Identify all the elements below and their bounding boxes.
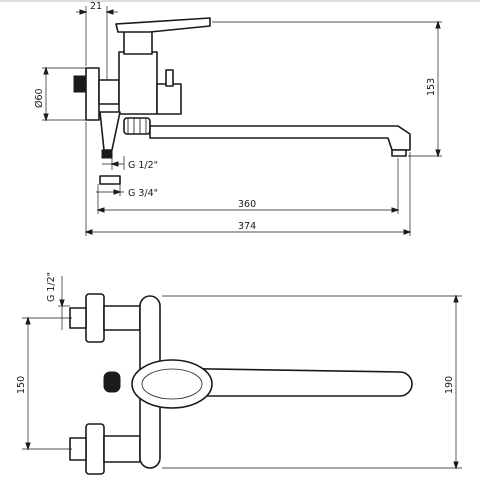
dim-360-label: 360 xyxy=(238,199,256,210)
mixer-body xyxy=(118,51,158,115)
side-knob xyxy=(103,371,121,393)
lever-handle xyxy=(115,17,211,33)
upper-wall-flange xyxy=(85,293,105,343)
lower-connector-arm xyxy=(103,435,141,463)
front-view xyxy=(69,293,413,475)
dim-190-label: 190 xyxy=(444,376,455,394)
side-view xyxy=(73,17,411,159)
dim-21-label: 21 xyxy=(90,1,102,12)
wall-flange xyxy=(85,67,100,121)
dim-150-label: 150 xyxy=(16,376,27,394)
handle-oval-inner xyxy=(141,368,203,400)
front-inlet-thread-label: G 1/2" xyxy=(46,272,57,302)
aerator xyxy=(391,149,407,157)
dim-153-label: 153 xyxy=(426,78,437,96)
connection-arm xyxy=(98,79,120,105)
diverter-housing xyxy=(156,83,182,115)
upper-connector-arm xyxy=(103,305,141,331)
side-view-dimensions: 21 Ø60 153 G 1/2" G 3/4" 360 xyxy=(34,1,442,236)
eccentric-stub xyxy=(73,75,87,93)
upper-connector-stub xyxy=(69,307,87,329)
dim-nut-thread-label: G 3/4" xyxy=(128,188,158,199)
lower-connector xyxy=(99,111,121,151)
lower-connector-stub xyxy=(69,437,87,461)
handle-oval xyxy=(131,359,213,409)
page-top-rule xyxy=(0,0,480,2)
lower-wall-flange xyxy=(85,423,105,475)
thread-nut-marker xyxy=(99,175,121,185)
dim-374-label: 374 xyxy=(238,221,256,232)
front-spout xyxy=(149,367,413,397)
dim-diameter-label: Ø60 xyxy=(34,88,45,108)
front-view-dimensions: G 1/2" 150 190 xyxy=(16,272,462,470)
spout xyxy=(149,125,411,151)
lower-connector-tip xyxy=(101,149,113,159)
shower-outlet-thread xyxy=(127,118,147,134)
dim-inlet-thread-label: G 1/2" xyxy=(128,160,158,171)
diverter-stem xyxy=(165,69,174,87)
